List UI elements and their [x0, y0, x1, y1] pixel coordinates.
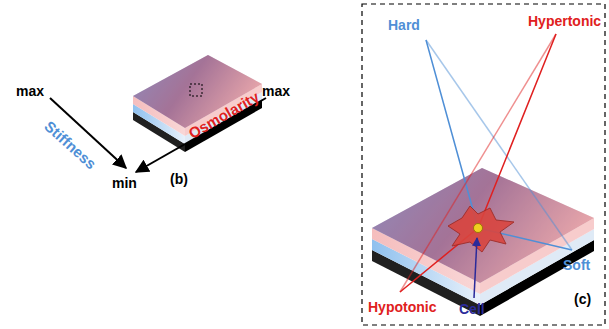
- plane-label: Soft: [563, 258, 590, 273]
- axis-end: max: [16, 84, 44, 99]
- cell-label: Cell: [459, 302, 485, 317]
- axis-end: max: [262, 84, 290, 99]
- panel-letter: (c): [574, 292, 591, 307]
- axis-end: min: [112, 176, 137, 191]
- cell-shape: [448, 206, 514, 252]
- cell-pointer: [474, 238, 477, 298]
- plane-osmolarity: [400, 34, 556, 292]
- nucleus: [474, 224, 483, 233]
- plane-label: Hard: [388, 18, 420, 33]
- slab-b: [133, 55, 262, 152]
- axis-name: Stiffness: [41, 118, 99, 173]
- panel-letter: (b): [170, 172, 188, 187]
- slab-c: [372, 168, 594, 316]
- plane-label: Hypertonic: [528, 14, 601, 29]
- plane-label: Hypotonic: [368, 300, 436, 315]
- plane-stiffness: [426, 40, 572, 250]
- panel-frame: [362, 4, 605, 325]
